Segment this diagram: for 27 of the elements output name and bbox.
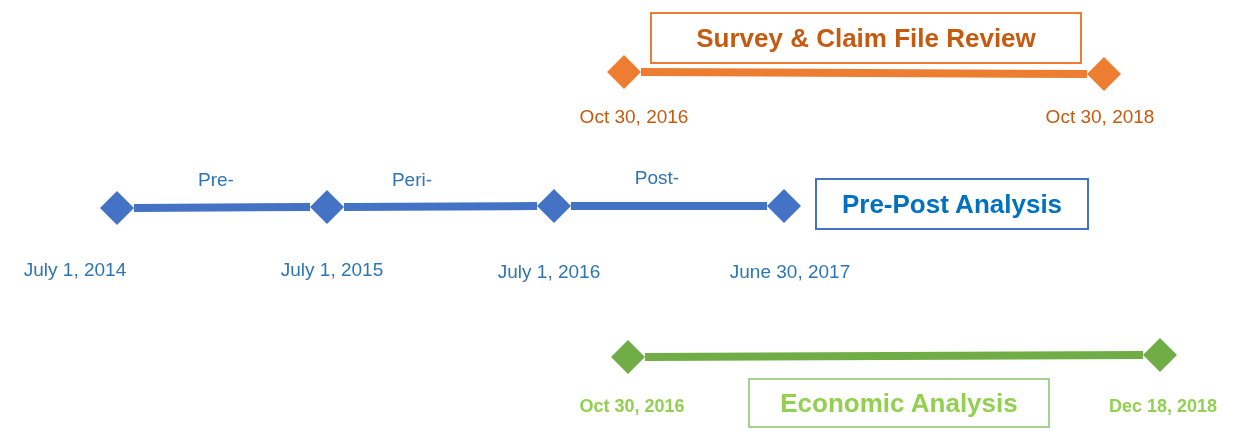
milestone-diamond — [611, 340, 645, 374]
box-title: Pre-Post Analysis — [841, 187, 1063, 221]
timeline-bar — [343, 202, 538, 211]
box-title: Economic Analysis — [780, 386, 1018, 420]
timeline-bar — [641, 68, 1087, 78]
timeline-bar — [133, 203, 311, 212]
date-label: June 30, 2017 — [729, 259, 851, 284]
milestone-diamond — [537, 189, 571, 223]
date-label: July 1, 2014 — [23, 257, 127, 282]
milestone-diamond — [1143, 338, 1177, 372]
box-title: Survey & Claim File Review — [696, 21, 1036, 55]
milestone-diamond — [310, 190, 344, 224]
date-label: July 1, 2016 — [497, 259, 601, 284]
date-label: Oct 30, 2016 — [579, 394, 685, 418]
date-label: July 1, 2015 — [280, 257, 384, 282]
milestone-diamond — [607, 55, 641, 89]
title-box — [650, 12, 1082, 64]
date-label: Oct 30, 2016 — [579, 104, 689, 129]
date-label: Dec 18, 2018 — [1108, 394, 1218, 418]
title-box — [748, 378, 1050, 428]
date-label: Oct 30, 2018 — [1045, 104, 1155, 129]
milestone-diamond — [100, 191, 134, 225]
timeline-bar — [645, 351, 1143, 361]
milestone-diamond — [1087, 57, 1121, 91]
timeline-bar — [571, 202, 767, 210]
milestone-diamond — [767, 189, 801, 223]
title-box — [815, 178, 1089, 230]
